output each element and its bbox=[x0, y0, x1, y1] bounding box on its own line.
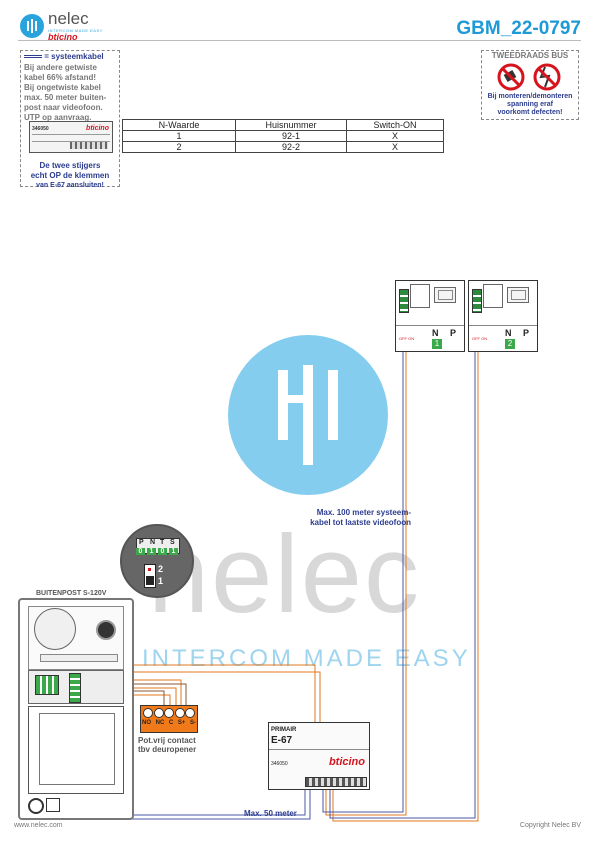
header-divider bbox=[18, 40, 581, 41]
logo-tagline: INTERCOM MADE EASY bbox=[48, 28, 103, 33]
n-value-table: N-Waarde Huisnummer Switch-ON 1 92-1 X 2… bbox=[122, 119, 444, 153]
table-cell: X bbox=[346, 141, 444, 153]
warning-line: voorkomt defecten! bbox=[497, 109, 563, 116]
p-label: P bbox=[450, 328, 457, 338]
dip-values-block: 0 1 0 1 bbox=[136, 548, 178, 556]
document-code: GBM_22-0797 bbox=[456, 18, 581, 39]
logo-text: nelec bbox=[48, 9, 89, 28]
nelec-logo: nelec INTERCOM MADE EASY bticino bbox=[20, 9, 140, 42]
relay-terminal-label: NO bbox=[142, 720, 151, 726]
dip-letter: N bbox=[150, 539, 156, 546]
two-wire-bus-note: TWEEDRAADS BUS Bij monteren/demonteren s… bbox=[481, 50, 579, 120]
dip-letter: S bbox=[170, 539, 175, 546]
table-row: 2 92-2 X bbox=[122, 141, 444, 153]
videophone-2: OFF ON N P 2 bbox=[468, 280, 538, 352]
two-wire-bus-title: TWEEDRAADS BUS bbox=[491, 51, 569, 60]
pot-vrij-label: Pot.vrij contact tbv deuropener bbox=[138, 736, 196, 754]
footer-copyright: Copyright Nelec BV bbox=[519, 822, 581, 829]
bticino-brand: bticino bbox=[48, 32, 78, 42]
warning-text: Bij monteren/demonteren spanning eraf vo… bbox=[482, 93, 578, 117]
dip-value: 1 bbox=[147, 548, 156, 555]
off-on-label: OFF ON bbox=[472, 336, 488, 341]
dip-value: 0 bbox=[158, 548, 167, 555]
cable-legend-label: = systeemkabel bbox=[44, 52, 104, 61]
module-brand: bticino bbox=[86, 125, 109, 132]
dip-value: 1 bbox=[169, 548, 178, 555]
dip-value: 0 bbox=[136, 548, 145, 555]
note-line: max. 50 meter buiten- bbox=[24, 93, 107, 102]
off-on-label: OFF ON bbox=[399, 336, 415, 341]
module-code: 346050 bbox=[32, 126, 49, 132]
max-100m-line: kabel tot laatste videofoon bbox=[310, 518, 411, 527]
max-100m-label: Max. 100 meter systeem- kabel tot laatst… bbox=[283, 508, 411, 528]
dip-switch-detail: P N T S 0 1 0 1 2 1 bbox=[120, 524, 194, 598]
dip-letter: P bbox=[139, 539, 144, 546]
service-keys bbox=[28, 798, 68, 814]
primary-power-supply: PRIMAIR E-67 346050 bticino bbox=[268, 722, 370, 790]
p-label: P bbox=[523, 328, 530, 338]
note-line: UTP op aanvraag. bbox=[24, 113, 92, 122]
primair-model: E-67 bbox=[271, 735, 293, 746]
cable-note-box: = systeemkabel Bij andere getwiste kabel… bbox=[20, 50, 120, 189]
pot-vrij-line: tbv deuropener bbox=[138, 745, 197, 754]
cable-legend: = systeemkabel bbox=[21, 51, 119, 63]
max-50m-label: Max. 50 meter bbox=[244, 809, 297, 818]
cable-note-text: Bij andere getwiste kabel 66% afstand! B… bbox=[21, 63, 119, 123]
warning-line: spanning eraf bbox=[507, 101, 553, 108]
note-line: post naar videofoon. bbox=[24, 103, 103, 112]
primair-label: PRIMAIR bbox=[271, 727, 297, 733]
warning-line: Bij monteren/demonteren bbox=[487, 93, 573, 100]
watermark-tagline: INTERCOM MADE EASY bbox=[142, 645, 471, 672]
riser-note-line: van E-67 aansluiten! bbox=[36, 182, 104, 189]
footer-website: www.nelec.com bbox=[14, 822, 63, 829]
dip-switch-label: 2 bbox=[158, 564, 164, 574]
note-line: kabel 66% afstand! bbox=[24, 73, 97, 82]
riser-note: De twee stijgers echt OP de klemmen van … bbox=[25, 161, 115, 191]
relay-terminal-label: C bbox=[168, 720, 174, 726]
max-100m-line: Max. 100 meter systeem- bbox=[316, 508, 411, 517]
n-label: N bbox=[505, 328, 512, 338]
n-label: N bbox=[432, 328, 439, 338]
watermark-logo-icon bbox=[228, 335, 388, 495]
module-thumbnail: 346050 bticino bbox=[29, 121, 113, 153]
system-cable-legend-line bbox=[24, 55, 42, 59]
primair-brand: bticino bbox=[328, 756, 365, 768]
dip-switch-label: 1 bbox=[158, 576, 164, 586]
n-value-badge: 2 bbox=[505, 339, 515, 349]
camera-icon bbox=[96, 620, 116, 640]
outdoor-station bbox=[18, 598, 134, 820]
dip-toggle-switch bbox=[144, 564, 156, 588]
table-row: 1 92-1 X bbox=[122, 130, 444, 142]
videophone-1: OFF ON N P 1 bbox=[395, 280, 465, 352]
dip-letter: T bbox=[160, 539, 165, 546]
speaker-icon bbox=[34, 608, 76, 650]
note-line: Bij ongetwiste kabel bbox=[24, 83, 101, 92]
note-line: Bij andere getwiste bbox=[24, 63, 97, 72]
relay-terminal-label: S+ bbox=[177, 720, 186, 726]
no-power-warning-icon bbox=[497, 63, 561, 91]
buitenpost-label: BUITENPOST S-120V bbox=[36, 590, 107, 597]
riser-note-line: De twee stijgers bbox=[39, 161, 101, 170]
pot-vrij-line: Pot.vrij contact bbox=[138, 736, 196, 745]
nelec-logo-icon bbox=[20, 14, 44, 38]
relay-terminal-label: NC bbox=[155, 720, 165, 726]
n-value-badge: 1 bbox=[432, 339, 442, 349]
riser-note-line: echt OP de klemmen bbox=[30, 171, 110, 180]
primair-code: 346050 bbox=[271, 761, 288, 767]
watermark-word: nelec bbox=[148, 513, 421, 636]
terminal-block bbox=[28, 670, 124, 704]
relay-terminal-label: S- bbox=[189, 720, 196, 726]
relay-terminal-block: NO NC C S+ S- bbox=[140, 705, 198, 733]
